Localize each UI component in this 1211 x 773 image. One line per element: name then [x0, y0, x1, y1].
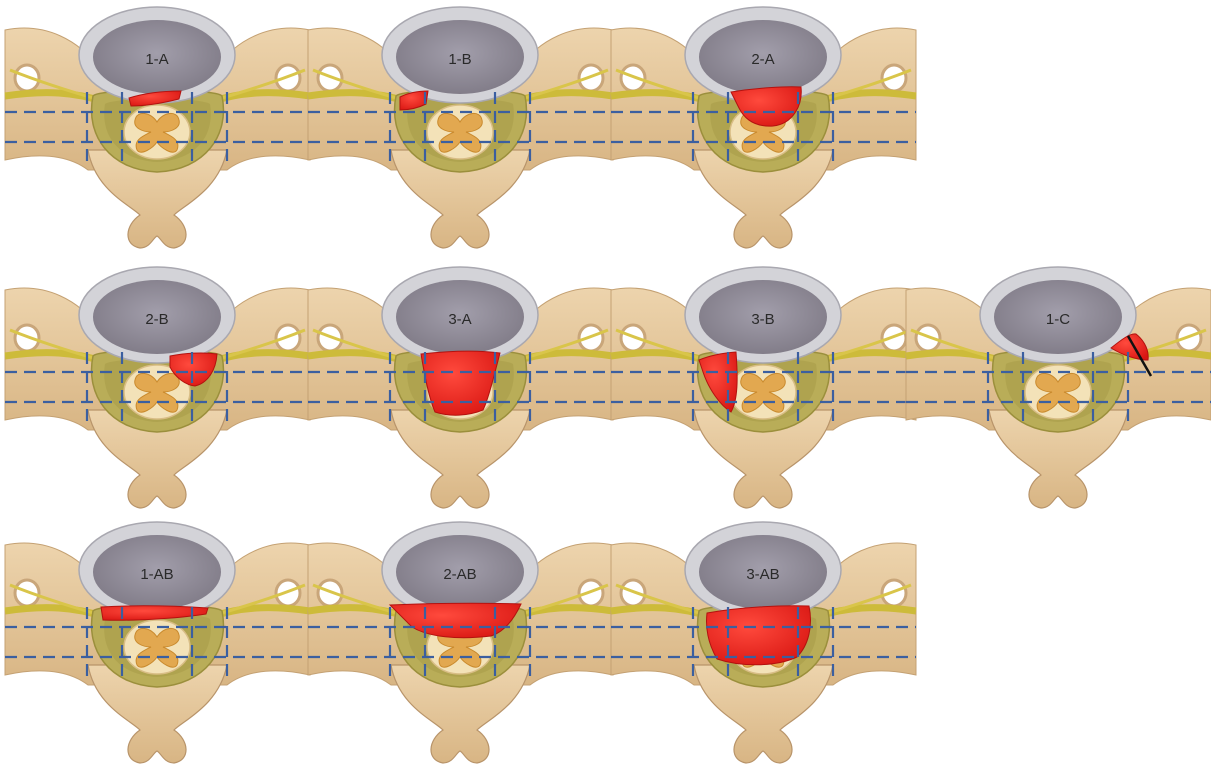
vertebra-illustration: 3-AB: [611, 515, 916, 765]
panel-2-B: 2-B: [5, 260, 310, 510]
vertebra-illustration: 2-A: [611, 0, 916, 250]
panel-2-A: 2-A: [611, 0, 916, 250]
panel-label: 3-AB: [746, 566, 779, 583]
vertebra-illustration: 1-B: [308, 0, 613, 250]
panel-2-AB: 2-AB: [308, 515, 613, 765]
panel-1-B: 1-B: [308, 0, 613, 250]
vertebra-illustration: 1-A: [5, 0, 310, 250]
panel-label: 2-A: [751, 51, 774, 68]
herniation-lesion: [706, 606, 810, 665]
panel-label: 1-B: [448, 51, 471, 68]
panel-label: 2-AB: [443, 566, 476, 583]
panel-1-A: 1-A: [5, 0, 310, 250]
panel-label: 2-B: [145, 311, 168, 328]
panel-label: 1-C: [1046, 311, 1070, 328]
vertebra-illustration: 2-AB: [308, 515, 613, 765]
panel-3-AB: 3-AB: [611, 515, 916, 765]
panel-3-A: 3-A: [308, 260, 613, 510]
vertebra-illustration: 2-B: [5, 260, 310, 510]
vertebra-illustration: 3-A: [308, 260, 613, 510]
vertebra-illustration: 1-AB: [5, 515, 310, 765]
vertebra-illustration: 1-C: [906, 260, 1211, 510]
panel-1-C: 1-C: [906, 260, 1211, 510]
panel-label: 3-B: [751, 311, 774, 328]
panel-label: 1-AB: [140, 566, 173, 583]
herniation-shape: [706, 606, 810, 665]
panel-3-B: 3-B: [611, 260, 916, 510]
panel-1-AB: 1-AB: [5, 515, 310, 765]
vertebra-illustration: 3-B: [611, 260, 916, 510]
panel-label: 1-A: [145, 51, 168, 68]
panel-label: 3-A: [448, 311, 471, 328]
